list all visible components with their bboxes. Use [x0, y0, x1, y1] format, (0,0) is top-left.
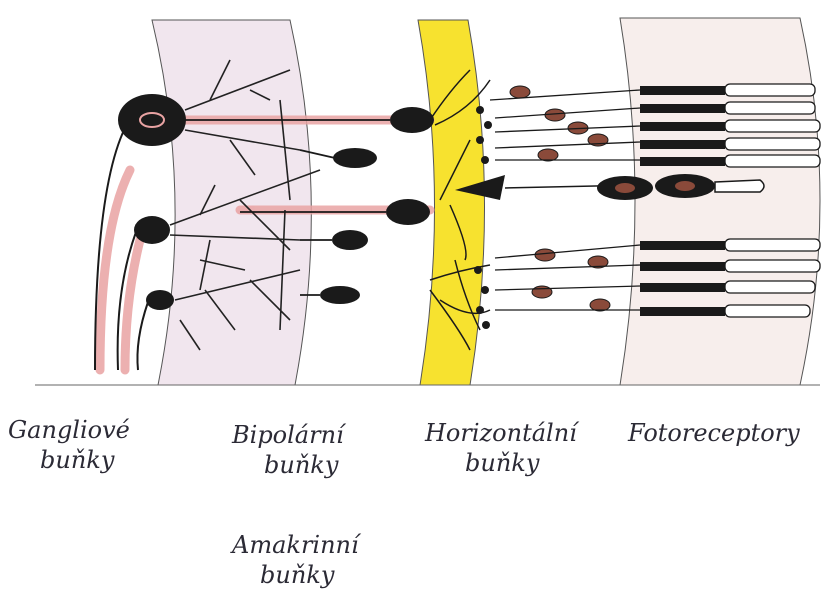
- ganglion-cell-large: [118, 94, 186, 146]
- label-amacrine-cells: Amakrinní buňky: [232, 530, 359, 590]
- outer-plexiform-layer: [418, 20, 485, 385]
- label-amacrine-line2: buňky: [232, 560, 359, 590]
- ganglion-cell-medium: [134, 216, 170, 244]
- photoreceptor-fibers: [490, 90, 640, 310]
- label-horizontal-line1: Horizontální: [425, 418, 577, 448]
- photoreceptor-layer: [620, 18, 820, 385]
- label-bipolar-line1: Bipolární: [232, 420, 344, 450]
- ganglion-cell-small: [146, 290, 174, 310]
- label-amacrine-line1: Amakrinní: [232, 530, 359, 560]
- label-ganglion-cells: Gangliové buňky: [8, 415, 130, 475]
- label-horizontal-cells: Horizontální buňky: [425, 418, 577, 478]
- label-ganglion-line1: Gangliové: [8, 415, 130, 445]
- label-ganglion-line2: buňky: [8, 445, 130, 475]
- label-bipolar-line2: buňky: [232, 450, 344, 480]
- label-photoreceptors: Fotoreceptory: [628, 418, 800, 448]
- photoreceptor-nuclei: [510, 86, 610, 311]
- label-horizontal-line2: buňky: [425, 448, 577, 478]
- label-photoreceptors-line1: Fotoreceptory: [628, 418, 800, 448]
- label-bipolar-cells: Bipolární buňky: [232, 420, 344, 480]
